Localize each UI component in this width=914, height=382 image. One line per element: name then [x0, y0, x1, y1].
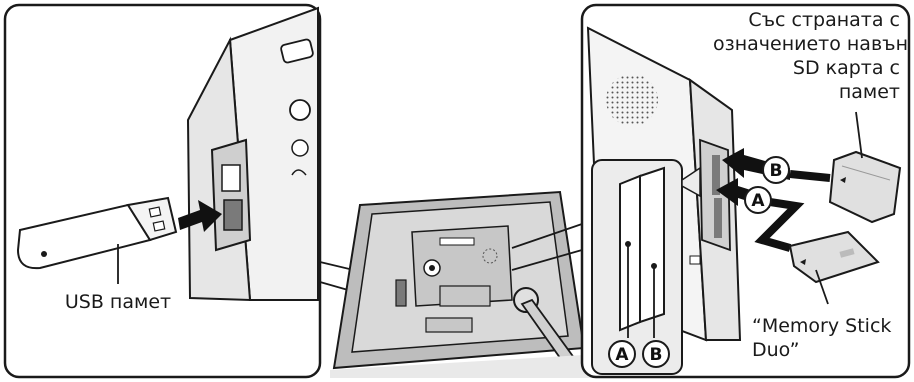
svg-text:A: A — [615, 345, 629, 365]
usb-label: USB памет — [65, 291, 171, 313]
svg-text:B: B — [770, 161, 783, 181]
usb-port-area — [212, 140, 250, 250]
speaker-grille — [606, 74, 658, 126]
svg-text:A: A — [751, 191, 765, 211]
marker-a-bottom: A — [609, 341, 635, 367]
svg-text:означението навън: означението навън — [713, 33, 908, 55]
svg-text:B: B — [650, 345, 663, 365]
left-panel: USB памет — [5, 5, 320, 377]
right-panel: A B B A — [582, 5, 909, 377]
marker-b-bottom: B — [643, 341, 669, 367]
memory-stick-label-line2: Duo” — [752, 339, 799, 361]
svg-text:SD карта с: SD карта с — [793, 57, 900, 79]
photo-frame-center — [320, 192, 610, 378]
svg-text:памет: памет — [839, 81, 900, 103]
memory-stick-label-line1: “Memory Stick — [752, 315, 891, 337]
svg-text:Със страната с: Със страната с — [748, 9, 900, 31]
